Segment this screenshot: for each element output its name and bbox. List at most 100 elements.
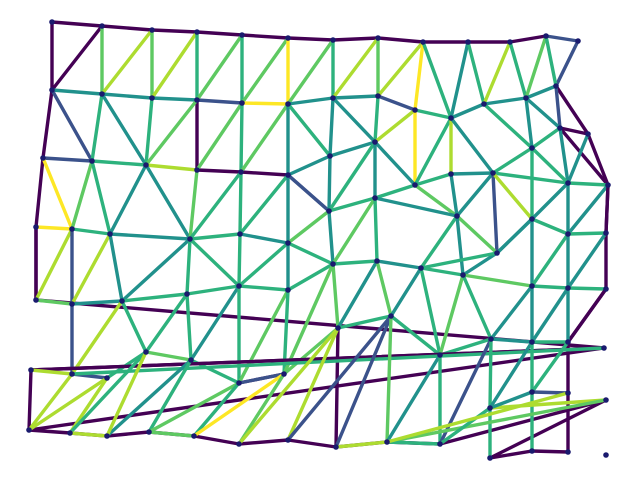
mesh-edge	[27, 376, 109, 432]
mesh-edge	[331, 96, 377, 144]
mesh-edge	[530, 181, 570, 221]
mesh-edge	[188, 168, 199, 241]
mesh-edge	[530, 217, 570, 236]
mesh-node	[99, 23, 105, 29]
mesh-edge	[188, 232, 242, 241]
mesh-node	[281, 371, 287, 377]
mesh-edge	[70, 227, 112, 236]
mesh-node	[575, 38, 581, 44]
mesh-edge	[566, 287, 608, 344]
mesh-node	[33, 224, 39, 230]
mesh-edge	[385, 391, 570, 444]
mesh-edge	[327, 154, 332, 213]
mesh-node	[543, 33, 549, 39]
mesh-edge	[566, 286, 608, 291]
mesh-edge	[413, 40, 425, 112]
mesh-edge	[105, 358, 193, 438]
mesh-node	[143, 349, 149, 355]
mesh-edge	[491, 171, 534, 221]
mesh-edge	[449, 102, 486, 120]
mesh-edge	[68, 376, 109, 435]
mesh-edge	[566, 231, 608, 236]
mesh-node	[67, 430, 73, 436]
mesh-edge	[286, 36, 335, 42]
mesh-edge	[70, 159, 94, 231]
mesh-edge	[34, 227, 74, 302]
mesh-node	[188, 357, 194, 363]
mesh-edge	[240, 101, 290, 106]
mesh-edge	[41, 88, 54, 160]
mesh-edge	[27, 368, 33, 432]
mesh-edge	[566, 181, 610, 187]
mesh-edge	[70, 346, 606, 376]
mesh-node	[40, 155, 46, 161]
mesh-edge	[100, 24, 154, 32]
mesh-node	[487, 405, 493, 411]
mesh-edge	[144, 163, 192, 241]
mesh-node	[557, 125, 563, 131]
mesh-edge	[419, 266, 442, 357]
mesh-edge	[438, 398, 608, 446]
mesh-node	[529, 339, 535, 345]
mesh-edge	[558, 126, 610, 187]
mesh-edge	[413, 183, 459, 218]
mesh-edge	[238, 173, 290, 236]
mesh-node	[99, 91, 105, 97]
mesh-node	[333, 444, 339, 450]
mesh-edge	[566, 132, 590, 185]
mesh-edge	[586, 132, 610, 187]
mesh-edge	[449, 172, 459, 218]
mesh-edge	[376, 40, 425, 98]
mesh-edge	[50, 88, 104, 96]
mesh-edge	[419, 251, 499, 270]
mesh-edge	[286, 262, 335, 292]
mesh-edge	[90, 92, 104, 163]
mesh-edge	[413, 116, 453, 187]
mesh-node	[69, 301, 75, 307]
mesh-edge	[189, 284, 241, 362]
mesh-node	[384, 439, 390, 445]
mesh-edge	[240, 36, 290, 105]
mesh-edge	[100, 28, 154, 96]
mesh-edge	[554, 84, 590, 136]
mesh-edge	[554, 84, 562, 130]
mesh-node	[553, 83, 559, 89]
mesh-edge	[524, 34, 548, 100]
mesh-node	[326, 208, 332, 214]
mesh-edge	[488, 390, 534, 410]
mesh-edge	[421, 40, 453, 120]
mesh-node	[529, 145, 535, 151]
mesh-edge	[328, 140, 377, 158]
mesh-edge	[331, 94, 380, 100]
mesh-edge	[144, 292, 189, 354]
mesh-edge	[389, 266, 423, 318]
mesh-edge	[438, 406, 492, 446]
mesh-edge	[334, 440, 389, 449]
mesh-edge	[488, 340, 534, 410]
mesh-node	[237, 231, 243, 237]
mesh-node	[26, 427, 32, 433]
mesh-edge	[413, 172, 453, 187]
mesh-edge	[120, 299, 148, 354]
mesh-node	[603, 397, 609, 403]
mesh-edge	[120, 237, 192, 303]
mesh-node	[605, 182, 611, 188]
mesh-edge	[385, 440, 442, 446]
mesh-edge	[331, 36, 380, 100]
mesh-node	[374, 258, 380, 264]
mesh-node	[285, 172, 291, 178]
mesh-node	[104, 433, 110, 439]
mesh-edge	[373, 140, 417, 187]
mesh-edge	[524, 84, 558, 100]
mesh-edge	[237, 241, 290, 288]
mesh-edge	[34, 156, 45, 229]
mesh-edge	[237, 438, 290, 446]
mesh-edge	[554, 39, 580, 88]
mesh-edge	[488, 398, 608, 410]
mesh-edge	[530, 449, 570, 454]
mesh-node	[194, 97, 200, 103]
mesh-node	[529, 389, 535, 395]
mesh-node	[184, 291, 190, 297]
mesh-node	[412, 182, 418, 188]
mesh-node	[330, 37, 336, 43]
